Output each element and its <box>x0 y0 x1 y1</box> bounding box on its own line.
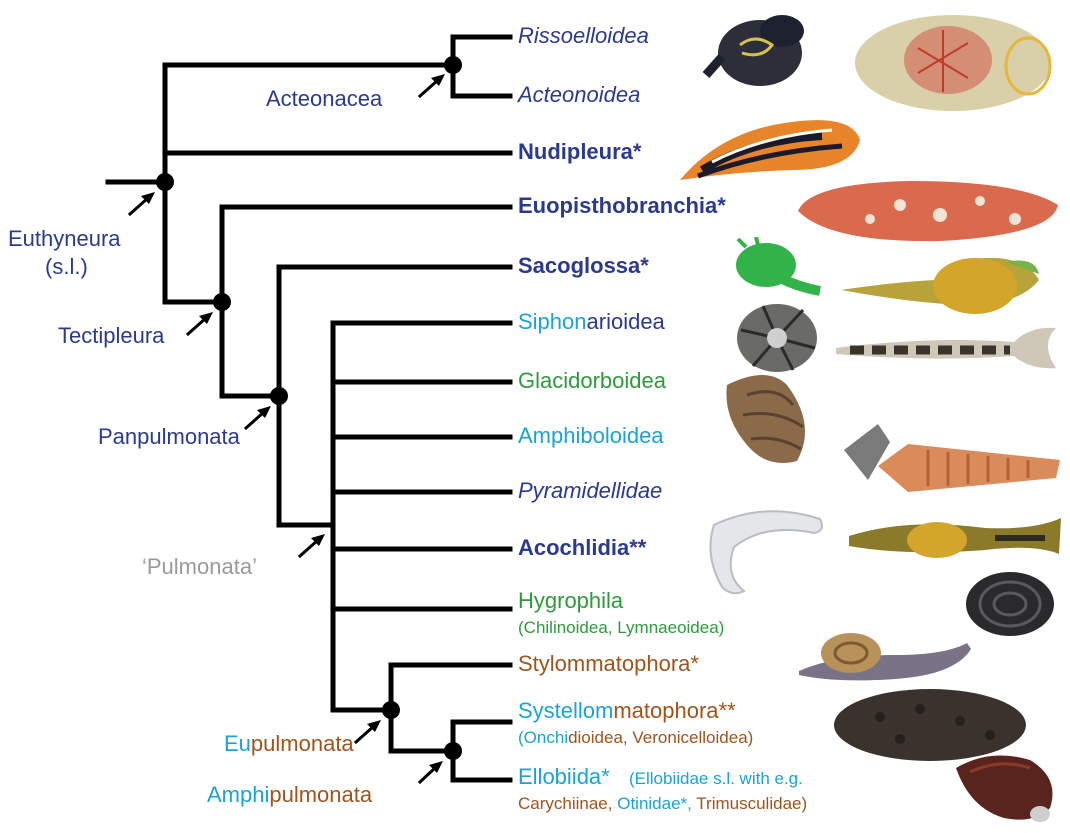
node-eupulmonata <box>382 701 400 719</box>
ellobiida-sub-part2: Otinidae*, <box>617 794 696 813</box>
clade-pulmonata: ‘Pulmonata’ <box>142 556 257 578</box>
taxon-siphonarioidea-part2: arioidea <box>587 309 665 334</box>
pyramidellidae-photo <box>838 420 1063 502</box>
taxon-hygrophila-subtitle: (Chilinoidea, Lymnaeoidea) <box>518 619 724 636</box>
rissoelloidea-snail-photo <box>700 5 830 100</box>
clade-euthyneura: Euthyneura <box>8 228 121 250</box>
arrow-euthyneura <box>130 192 155 214</box>
clade-eupulmonata-part1: Eu <box>224 731 251 756</box>
arrow-panpulmonata <box>246 406 271 428</box>
node-acteonacea <box>444 56 462 74</box>
clade-amphipulmonata-part2: pulmonata <box>269 782 372 807</box>
acochlidia-slug-photo <box>845 510 1065 572</box>
arrow-tectipleura <box>188 312 213 334</box>
clade-amphipulmonata-part1: Amphi <box>207 782 269 807</box>
taxon-sacoglossa: Sacoglossa* <box>518 255 649 277</box>
taxon-systellommatophora-subtitle: (Onchidioidea, Veronicelloidea) <box>518 729 753 746</box>
acochlidia-white-photo <box>704 505 834 597</box>
arrow-eupulmonata <box>356 720 381 742</box>
taxon-hygrophila: Hygrophila <box>518 590 623 612</box>
taxon-acochlidia: Acochlidia** <box>518 537 646 559</box>
amphiboloidea-shell-photo <box>717 365 819 470</box>
clade-acteonacea: Acteonacea <box>266 88 382 110</box>
arrow-acteonacea <box>420 74 445 96</box>
clade-eupulmonata: Eupulmonata <box>224 733 354 755</box>
arrow-amphipulmonata <box>420 761 443 782</box>
acteonoidea-photo <box>848 8 1058 118</box>
siphonarioidea-shell-photo <box>733 300 821 375</box>
ellobiida-sub-part1: Carychiinae, <box>518 794 617 813</box>
clade-euthyneura-sl: (s.l.) <box>45 256 88 278</box>
clade-eupulmonata-part2: pulmonata <box>251 731 354 756</box>
taxon-nudipleura: Nudipleura* <box>518 141 641 163</box>
node-panpulmonata <box>270 387 288 405</box>
taxon-pyramidellidae: Pyramidellidae <box>518 480 662 502</box>
ellobiida-photo <box>950 748 1062 828</box>
node-tectipleura <box>213 293 231 311</box>
hygrophila-shell-photo <box>962 568 1062 640</box>
node-euthyneura <box>156 173 174 191</box>
clade-amphipulmonata: Amphipulmonata <box>207 784 372 806</box>
taxon-glacidorboidea: Glacidorboidea <box>518 370 666 392</box>
sacoglossa-yellow-photo <box>835 250 1045 325</box>
taxon-ellobiida: Ellobiida* <box>518 766 610 788</box>
systello-sub-part1: (Onchi <box>518 728 568 747</box>
glacidorboidea-photo <box>830 322 1062 384</box>
euopisthobranchia-photo <box>790 175 1065 247</box>
taxon-acteonoidea: Acteonoidea <box>518 84 640 106</box>
taxon-siphonarioidea-part1: Siphon <box>518 309 587 334</box>
stylommatophora-photo <box>795 615 975 687</box>
taxon-siphonarioidea: Siphonarioidea <box>518 311 665 333</box>
ellobiida-sub-part3: Trimusculidae) <box>696 794 807 813</box>
node-amphipulmonata <box>444 742 462 760</box>
clade-tectipleura: Tectipleura <box>58 325 164 347</box>
taxon-rissoelloidea: Rissoelloidea <box>518 25 649 47</box>
arrow-pulmonata <box>300 534 325 556</box>
taxon-systellommatophora-part2: matophora** <box>613 698 735 723</box>
clade-panpulmonata: Panpulmonata <box>98 426 240 448</box>
taxon-amphiboloidea: Amphiboloidea <box>518 425 664 447</box>
taxon-systellommatophora: Systellommatophora** <box>518 700 736 722</box>
taxon-euopisthobranchia: Euopisthobranchia* <box>518 195 726 217</box>
taxon-stylommatophora: Stylommatophora* <box>518 653 699 675</box>
taxon-ellobiida-subtitle-1: (Ellobiidae s.l. with e.g. <box>629 770 803 787</box>
systello-sub-part2: dioidea, Veronicelloidea) <box>568 728 753 747</box>
sacoglossa-green-photo <box>728 237 823 297</box>
taxon-ellobiida-subtitle-2: Carychiinae, Otinidae*, Trimusculidae) <box>518 795 807 812</box>
taxon-systellommatophora-part1: Systellom <box>518 698 613 723</box>
